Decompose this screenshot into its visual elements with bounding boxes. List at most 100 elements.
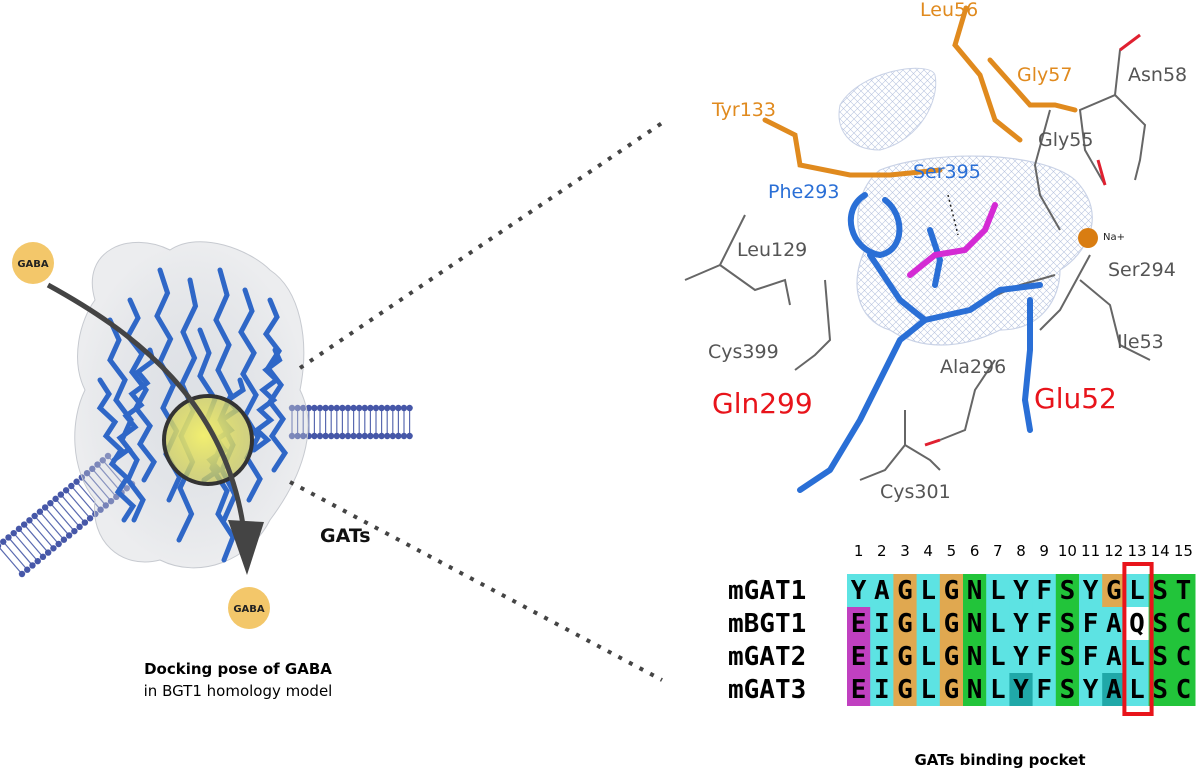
residue-letter: G (944, 642, 960, 672)
label-ser294: Ser294 (1108, 259, 1176, 281)
residue-cell (1171, 607, 1196, 640)
residue-cell (1055, 574, 1080, 607)
residue-letter: G (944, 609, 960, 639)
residue-letter: S (1152, 576, 1168, 606)
label-cys301: Cys301 (880, 481, 951, 503)
residue-letter: L (990, 609, 1006, 639)
left-caption-subtitle: in BGT1 homology model (144, 682, 333, 700)
position-number: 2 (877, 542, 887, 560)
zoom-line-upper (298, 121, 664, 370)
residue-letter: G (944, 576, 960, 606)
position-number: 9 (1039, 542, 1049, 560)
residue-letter: C (1176, 642, 1192, 672)
residue-letter: L (1129, 642, 1145, 672)
position-number: 3 (900, 542, 910, 560)
residue-letter: N (967, 675, 983, 705)
residue-letter: G (897, 642, 913, 672)
residue-cell (1148, 607, 1173, 640)
residue-cell (847, 607, 871, 640)
residue-cell (1079, 640, 1103, 673)
residue-letter: S (1060, 576, 1076, 606)
residue-cell (916, 673, 941, 706)
residue-cell (847, 574, 871, 607)
label-gly55: Gly55 (1038, 129, 1093, 151)
residue-letter: Y (1083, 675, 1099, 705)
left-caption-title: Docking pose of GABA (144, 660, 332, 678)
residue-cell (1125, 673, 1150, 706)
residue-letter: L (1129, 576, 1145, 606)
label-cys399: Cys399 (708, 341, 779, 363)
residue-cell (1102, 574, 1126, 607)
mesh-surface-small (838, 67, 937, 151)
gaba-top: GABA (12, 242, 54, 284)
residue-letter: F (1036, 609, 1052, 639)
residue-letter: F (1083, 642, 1099, 672)
alignment-caption: GATs binding pocket (914, 751, 1085, 769)
label-ile53: Ile53 (1117, 331, 1164, 353)
position-number: 7 (993, 542, 1003, 560)
residue-cell (1171, 574, 1196, 607)
gaba-bottom: GABA (228, 587, 270, 629)
residue-cell (939, 640, 964, 673)
residue-cell (893, 673, 918, 706)
residue-cell (916, 607, 941, 640)
residue-cell (870, 607, 894, 640)
residue-cell (1148, 640, 1173, 673)
residue-cell (986, 640, 1010, 673)
residue-cell (1055, 673, 1080, 706)
position-number: 13 (1127, 542, 1146, 560)
residue-letter: L (990, 576, 1006, 606)
gaba-bottom-label: GABA (233, 604, 265, 615)
label-glu52: Glu52 (1034, 382, 1117, 415)
residue-letter: Y (1083, 576, 1099, 606)
residue-letter: A (1106, 675, 1122, 705)
position-number: 15 (1174, 542, 1193, 560)
residue-letter: G (944, 675, 960, 705)
gaba-top-label: GABA (17, 259, 49, 270)
position-number: 14 (1151, 542, 1170, 560)
highlight-box (1122, 562, 1154, 716)
residue-letter: G (897, 576, 913, 606)
label-tyr133: Tyr133 (711, 99, 776, 121)
residue-cell (1009, 607, 1034, 640)
residue-cell (847, 673, 871, 706)
residue-cell (939, 574, 964, 607)
zoom-line-lower (289, 480, 663, 682)
residue-cell (1125, 607, 1150, 640)
residue-cell (963, 607, 987, 640)
residue-cell (1148, 673, 1173, 706)
sodium-ion-label: Na+ (1103, 232, 1125, 243)
residue-cell (1079, 673, 1103, 706)
residue-cell (963, 640, 987, 673)
residue-letter: L (920, 642, 936, 672)
residue-letter: N (967, 576, 983, 606)
residue-letter: F (1036, 576, 1052, 606)
residue-cell (1102, 607, 1126, 640)
residue-cell (893, 640, 918, 673)
position-number: 6 (970, 542, 980, 560)
residue-cell (847, 640, 871, 673)
residue-letter: C (1176, 675, 1192, 705)
binding-pocket: Na+ Leu56 Gly57 Asn58 Tyr133 Gly55 Ser39… (684, 0, 1187, 503)
residue-letter: S (1152, 609, 1168, 639)
residue-letter: Y (1013, 576, 1029, 606)
residue-cell (870, 574, 894, 607)
residue-letter: F (1036, 642, 1052, 672)
residue-cell (893, 607, 918, 640)
residue-cell (1125, 574, 1150, 607)
label-gly57: Gly57 (1017, 64, 1072, 86)
residue-letter: C (1176, 609, 1192, 639)
label-gln299: Gln299 (712, 387, 813, 420)
transport-arrow (46, 282, 264, 575)
residue-letter: I (874, 609, 890, 639)
label-ser395: Ser395 (913, 161, 981, 183)
residue-letter: E (851, 642, 867, 672)
residue-cell (893, 574, 918, 607)
residue-letter: L (920, 576, 936, 606)
residue-cell (986, 574, 1010, 607)
residue-letter: A (874, 576, 890, 606)
residue-cell (1032, 574, 1057, 607)
label-asn58: Asn58 (1128, 64, 1187, 86)
